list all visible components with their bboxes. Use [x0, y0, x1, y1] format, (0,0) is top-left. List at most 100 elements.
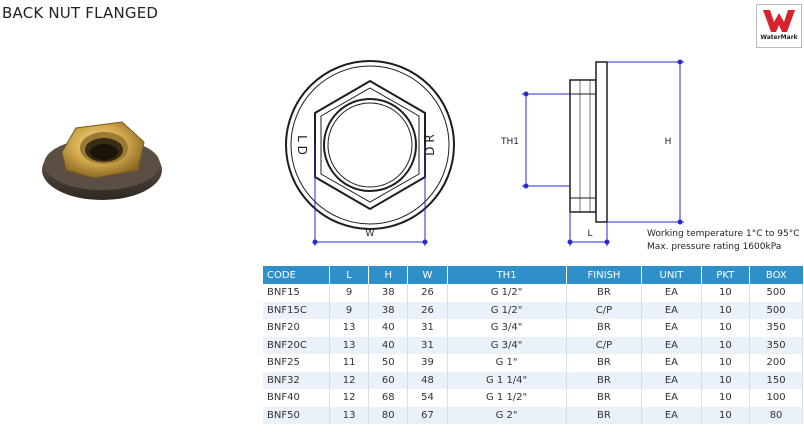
- table-cell: 39: [407, 354, 448, 372]
- table-cell: EA: [641, 336, 702, 354]
- table-cell: 10: [701, 406, 751, 424]
- column-header: FINISH: [566, 266, 643, 284]
- table-cell: BNF50: [263, 406, 330, 424]
- table-cell: 26: [407, 301, 448, 319]
- table-cell: BR: [566, 406, 643, 424]
- table-cell: G 3/4": [447, 336, 567, 354]
- table-cell: 10: [701, 389, 751, 407]
- table-cell: BR: [566, 389, 643, 407]
- table-cell: 9: [329, 301, 370, 319]
- column-header: PKT: [701, 266, 751, 284]
- table-cell: 67: [407, 406, 448, 424]
- table-cell: 60: [368, 371, 409, 389]
- table-cell: G 3/4": [447, 319, 567, 337]
- h-dimension: [607, 59, 684, 225]
- table-cell: 48: [407, 371, 448, 389]
- table-cell: G 1": [447, 354, 567, 372]
- table-cell: BNF32: [263, 371, 330, 389]
- table-cell: 10: [701, 336, 751, 354]
- watermark-w-icon: [763, 10, 795, 32]
- table-cell: 12: [329, 389, 370, 407]
- table-cell: EA: [641, 406, 702, 424]
- column-header: H: [368, 266, 409, 284]
- table-cell: EA: [641, 301, 702, 319]
- table-cell: 10: [701, 301, 751, 319]
- table-cell: C/P: [566, 301, 643, 319]
- table-cell: 10: [701, 319, 751, 337]
- table-cell: 100: [749, 389, 803, 407]
- l-dimension: [567, 212, 610, 246]
- table-cell: BR: [566, 371, 643, 389]
- dimension-th1-label: TH1: [500, 137, 519, 147]
- table-cell: G 1/2": [447, 301, 567, 319]
- technical-drawing: L D D R W TH1 H: [285, 59, 684, 246]
- table-cell: 10: [701, 371, 751, 389]
- table-cell: 13: [329, 319, 370, 337]
- column-header: W: [407, 266, 448, 284]
- table-cell: 500: [749, 301, 803, 319]
- table-cell: G 1 1/4": [447, 371, 567, 389]
- table-cell: EA: [641, 389, 702, 407]
- width-dimension: [312, 145, 428, 246]
- product-table: CODE L H W TH1 FINISH UNIT PKT BOX BNF15…: [263, 266, 803, 424]
- table-cell: 80: [368, 406, 409, 424]
- table-cell: G 1 1/2": [447, 389, 567, 407]
- table-cell: 11: [329, 354, 370, 372]
- th1-dimension: [522, 91, 570, 189]
- table-cell: 350: [749, 319, 803, 337]
- table-cell: 31: [407, 336, 448, 354]
- table-cell: BNF15C: [263, 301, 330, 319]
- table-cell: 10: [701, 284, 751, 302]
- page-title: BACK NUT FLANGED: [2, 4, 159, 22]
- table-header-row: CODE L H W TH1 FINISH UNIT PKT BOX: [263, 266, 803, 284]
- table-cell: 38: [368, 301, 409, 319]
- product-photo: [42, 121, 162, 200]
- table-cell: EA: [641, 371, 702, 389]
- dimension-w-label: W: [366, 229, 375, 239]
- table-cell: BNF20C: [263, 336, 330, 354]
- table-cell: EA: [641, 284, 702, 302]
- side-view: [569, 61, 608, 223]
- table-cell: 150: [749, 371, 803, 389]
- table-cell: 40: [368, 319, 409, 337]
- watermark-logo: WaterMark: [756, 4, 802, 48]
- table-cell: 26: [407, 284, 448, 302]
- dimension-h-label: H: [665, 137, 672, 147]
- table-cell: BR: [566, 319, 643, 337]
- table-cell: 12: [329, 371, 370, 389]
- table-cell: 10: [701, 354, 751, 372]
- column-header: CODE: [263, 266, 330, 284]
- table-cell: G 2": [447, 406, 567, 424]
- table-cell: 13: [329, 406, 370, 424]
- table-cell: EA: [641, 319, 702, 337]
- table-cell: 350: [749, 336, 803, 354]
- column-header: L: [329, 266, 370, 284]
- front-view: [285, 60, 455, 230]
- table-cell: 9: [329, 284, 370, 302]
- table-cell: 68: [368, 389, 409, 407]
- spec-pressure-rating: Max. pressure rating 1600kPa: [647, 242, 782, 252]
- front-label-dr: D R: [423, 134, 437, 155]
- table-cell: BNF40: [263, 389, 330, 407]
- dimension-l-label: L: [587, 229, 592, 239]
- table-cell: G 1/2": [447, 284, 567, 302]
- table-cell: BR: [566, 354, 643, 372]
- table-cell: 200: [749, 354, 803, 372]
- table-cell: BNF20: [263, 319, 330, 337]
- table-cell: BNF15: [263, 284, 330, 302]
- front-label-ld: L D: [295, 135, 309, 155]
- table-cell: BNF25: [263, 354, 330, 372]
- table-cell: C/P: [566, 336, 643, 354]
- spec-working-temperature: Working temperature 1°C to 95°C: [647, 229, 800, 239]
- table-cell: 13: [329, 336, 370, 354]
- table-cell: 80: [749, 406, 803, 424]
